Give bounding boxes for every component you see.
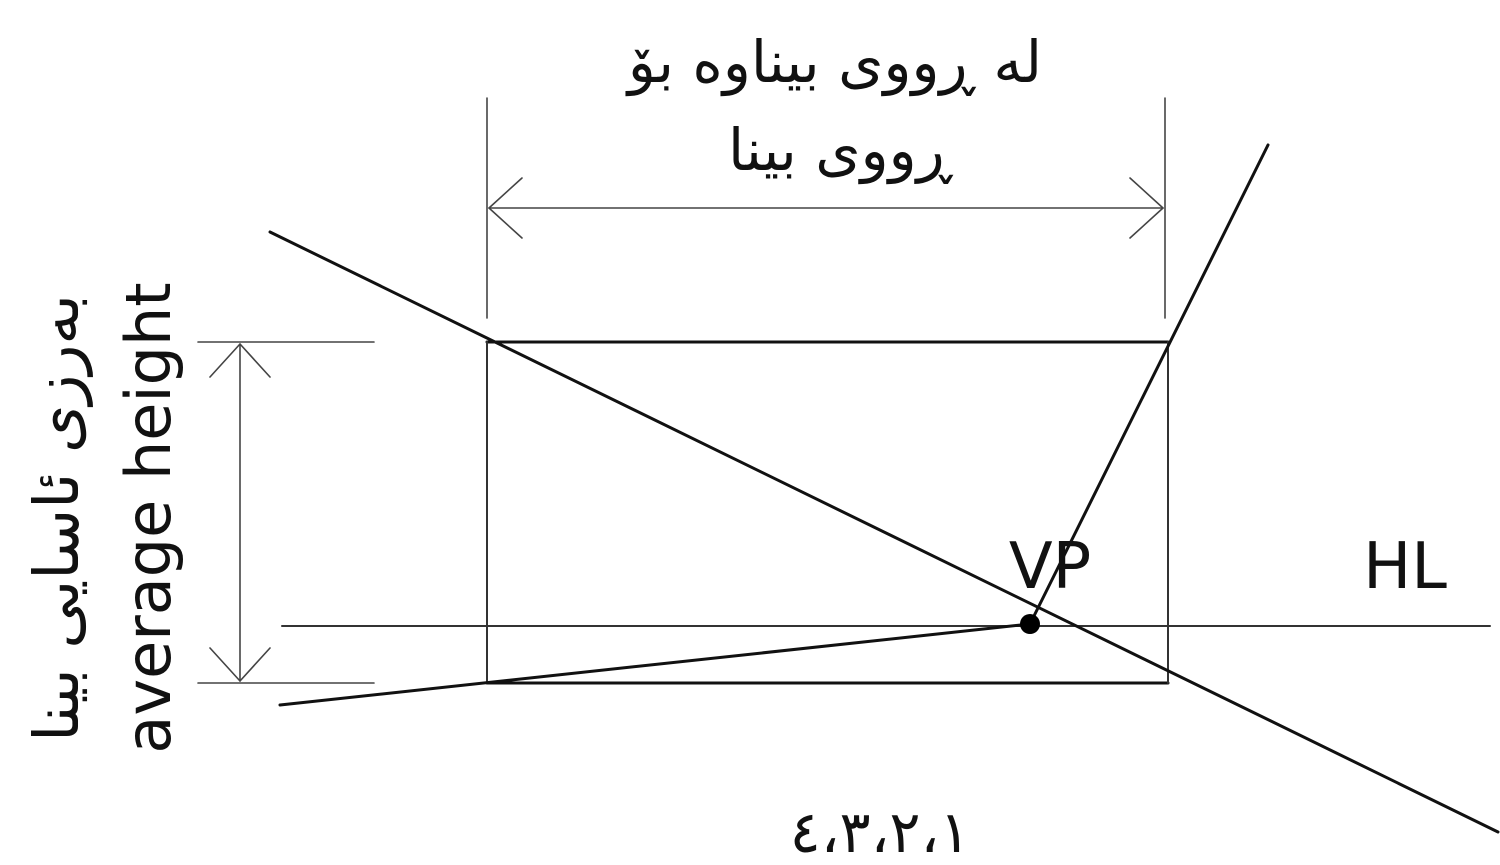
width-arrowhead-left [488, 177, 523, 239]
bottom-label: ٤،٣،٢،١ [790, 798, 971, 865]
line-lower-left-to-vp [278, 622, 1032, 707]
horizon-line-label: HL [1363, 530, 1447, 604]
vanishing-lines [268, 143, 1500, 834]
top-label-line-1: له ڕووی بیناوه بۆ [625, 28, 1042, 97]
side-label-kurdish: بەرزی ئاسایی بینا [20, 294, 93, 742]
building-face-rectangle [485, 340, 1170, 685]
width-arrowhead-right [1129, 177, 1164, 239]
width-dimension [486, 97, 1166, 319]
height-arrowhead-top [209, 343, 271, 378]
vanishing-point-dot [1020, 614, 1040, 634]
height-arrowhead-bottom [209, 647, 271, 682]
vanishing-point-label: VP [1009, 530, 1091, 604]
top-label-line-2: ڕووی بینا [728, 116, 954, 185]
diagonal-line-top-left-to-bottom-right [268, 230, 1500, 834]
line-vp-to-upper-right [1028, 143, 1270, 626]
height-dimension [197, 341, 375, 684]
side-label-english: average height [112, 282, 185, 753]
